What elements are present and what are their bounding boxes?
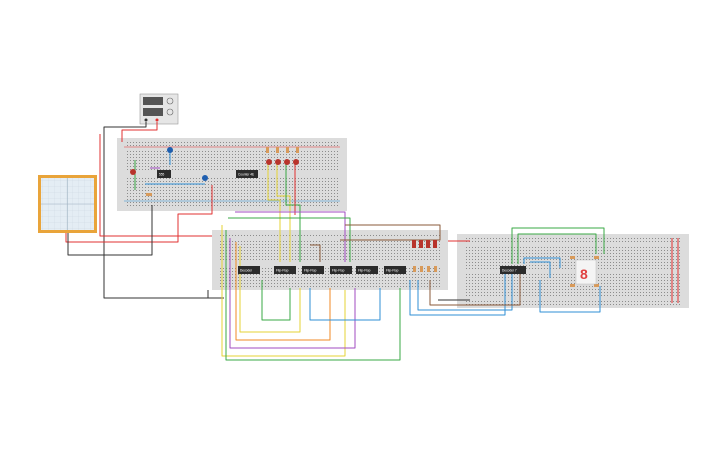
wire-brown[interactable] bbox=[429, 272, 521, 306]
wire-blue[interactable] bbox=[539, 280, 601, 313]
wire-red[interactable] bbox=[65, 185, 213, 243]
ic-chip[interactable]: Flip-Flop bbox=[356, 266, 378, 274]
capacitor-icon[interactable] bbox=[167, 147, 173, 153]
wire-green[interactable] bbox=[285, 160, 301, 262]
led-icon[interactable] bbox=[293, 159, 299, 165]
wire-red[interactable] bbox=[121, 122, 158, 142]
seven-segment-icon[interactable]: 8 bbox=[575, 259, 597, 285]
wire-yellow[interactable] bbox=[239, 246, 301, 333]
wire-orange[interactable] bbox=[235, 242, 331, 341]
ic-chip[interactable]: Flip-Flop bbox=[330, 266, 352, 274]
ic-chip[interactable]: Flip-Flop bbox=[384, 266, 406, 274]
led-icon[interactable] bbox=[284, 159, 290, 165]
ic-chip[interactable]: Decoder bbox=[238, 266, 260, 274]
ic-chip-label: Flip-Flop bbox=[358, 269, 371, 273]
wire-green[interactable] bbox=[517, 233, 597, 264]
wire-brown[interactable] bbox=[310, 244, 321, 262]
ic-decoder-7seg-label: Decoder 7 bbox=[502, 269, 517, 273]
wires bbox=[65, 122, 605, 361]
resistor-icon[interactable] bbox=[570, 284, 575, 287]
wire-yellow[interactable] bbox=[276, 160, 291, 262]
resistor-icon[interactable] bbox=[286, 147, 289, 153]
resistor-icon[interactable] bbox=[420, 266, 423, 272]
resistor-icon[interactable] bbox=[296, 147, 299, 153]
led-icon[interactable] bbox=[419, 240, 423, 248]
wire-black[interactable] bbox=[67, 205, 153, 256]
wire-brown[interactable] bbox=[340, 224, 441, 241]
wire-black[interactable] bbox=[103, 122, 224, 299]
wire-purple[interactable] bbox=[229, 238, 356, 349]
resistor-icon[interactable] bbox=[570, 256, 575, 259]
led-icon[interactable] bbox=[426, 240, 430, 248]
breadboard-right[interactable] bbox=[457, 234, 689, 308]
resistor-icon[interactable] bbox=[434, 266, 437, 272]
resistor-icon[interactable] bbox=[594, 256, 599, 259]
led-icon[interactable] bbox=[266, 159, 272, 165]
ic-chip[interactable]: Flip-Flop bbox=[302, 266, 324, 274]
wire-red[interactable] bbox=[99, 134, 212, 237]
ic-decoder-7seg[interactable]: Decoder 7 bbox=[500, 266, 526, 274]
ic-counter[interactable]: Counter 4E bbox=[236, 170, 258, 178]
led-icon[interactable] bbox=[275, 159, 281, 165]
wire-blue[interactable] bbox=[309, 288, 381, 321]
wire-green[interactable] bbox=[511, 227, 605, 264]
wire-purple[interactable] bbox=[235, 211, 346, 262]
resistor-icon[interactable] bbox=[413, 266, 416, 272]
wire-green[interactable] bbox=[261, 280, 291, 321]
resistor-icon[interactable] bbox=[276, 147, 279, 153]
ic-counter-label: Counter 4E bbox=[238, 173, 254, 177]
breadboard-top[interactable] bbox=[117, 138, 347, 211]
ic-chip-label: Flip-Flop bbox=[304, 269, 317, 273]
led-icon[interactable] bbox=[130, 169, 136, 175]
resistor-icon[interactable] bbox=[146, 193, 152, 196]
wire-yellow[interactable] bbox=[267, 160, 281, 262]
wire-blue[interactable] bbox=[523, 257, 561, 268]
wire-green[interactable] bbox=[228, 217, 351, 262]
oscilloscope-icon[interactable] bbox=[38, 175, 97, 233]
led-icon[interactable] bbox=[412, 240, 416, 248]
led-group-middle bbox=[412, 240, 437, 248]
led-group-top bbox=[130, 159, 299, 175]
resistor-icon[interactable] bbox=[594, 284, 599, 287]
ic-chip-label: Decoder bbox=[240, 269, 253, 273]
wire-yellow[interactable] bbox=[221, 225, 346, 357]
capacitor-icon[interactable] bbox=[202, 175, 208, 181]
ic-chip-label: Flip-Flop bbox=[332, 269, 345, 273]
wire-blue[interactable] bbox=[530, 261, 551, 278]
wire-blue[interactable] bbox=[409, 272, 506, 316]
resistor-group bbox=[146, 147, 599, 287]
ic-timer-label: 555 bbox=[159, 173, 165, 177]
power-supply-icon[interactable] bbox=[139, 93, 179, 125]
seven-segment-digit: 8 bbox=[580, 266, 588, 282]
breadboard-middle[interactable] bbox=[212, 230, 448, 290]
ic-timer[interactable]: 555 bbox=[157, 170, 171, 178]
ic-chip-label: Flip-Flop bbox=[386, 269, 399, 273]
resistor-icon[interactable] bbox=[266, 147, 269, 153]
ic-chip-label: Flip-Flop bbox=[276, 269, 289, 273]
resistor-icon[interactable] bbox=[427, 266, 430, 272]
wire-green[interactable] bbox=[225, 230, 401, 361]
wire-blue[interactable] bbox=[417, 272, 513, 311]
led-icon[interactable] bbox=[433, 240, 437, 248]
ic-chip[interactable]: Flip-Flop bbox=[274, 266, 296, 274]
